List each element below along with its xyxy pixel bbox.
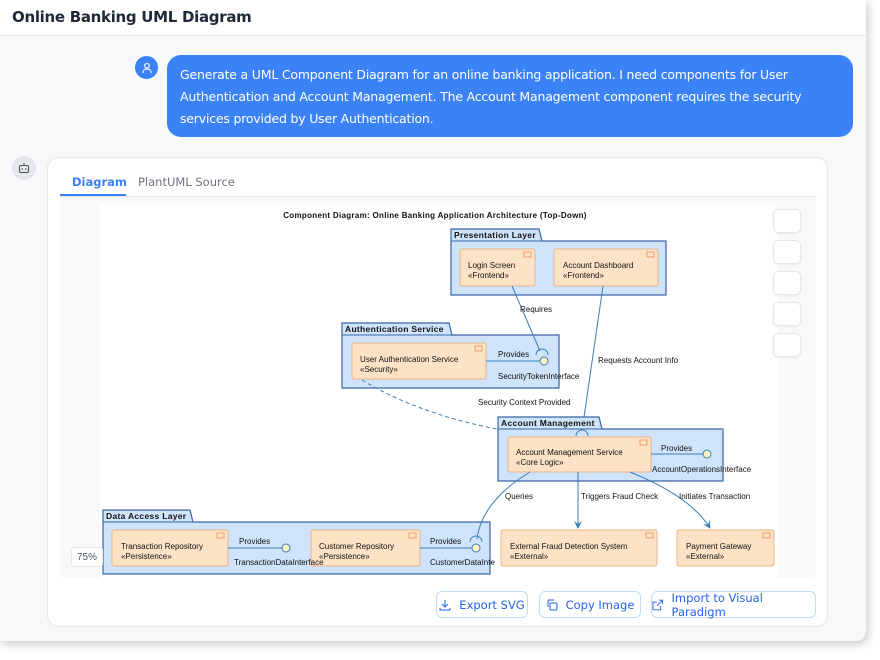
edge-label: Security Context Provided bbox=[478, 398, 571, 407]
tab-diagram[interactable]: Diagram bbox=[72, 175, 127, 189]
header: Online Banking UML Diagram bbox=[0, 0, 866, 36]
required-socket bbox=[575, 429, 589, 437]
svg-text:User Authentication Service: User Authentication Service bbox=[360, 355, 459, 364]
copy-image-label: Copy Image bbox=[565, 597, 635, 612]
requests-account-info-edge bbox=[581, 285, 604, 432]
edge-label: Requests Account Info bbox=[598, 356, 679, 365]
zoom-in-button[interactable] bbox=[773, 209, 801, 233]
fit-to-screen-button[interactable] bbox=[773, 302, 801, 326]
initiates-transaction-edge bbox=[629, 471, 711, 529]
edge-label: Requires bbox=[520, 305, 552, 314]
user-icon bbox=[141, 62, 152, 73]
active-tab-indicator bbox=[60, 194, 126, 196]
svg-text:«Persistence»: «Persistence» bbox=[121, 552, 172, 561]
edge-label: Provides bbox=[430, 537, 461, 546]
svg-text:«Persistence»: «Persistence» bbox=[319, 552, 370, 561]
svg-text:«Core Logic»: «Core Logic» bbox=[516, 458, 564, 467]
export-svg-button[interactable]: Export SVG bbox=[436, 591, 528, 618]
interface-customer-data bbox=[471, 543, 481, 553]
export-svg-label: Export SVG bbox=[459, 597, 525, 612]
svg-text:«External»: «External» bbox=[510, 552, 549, 561]
diagram-card: Diagram PlantUML Source Component Diagra… bbox=[47, 157, 828, 627]
svg-text:Data Access Layer: Data Access Layer bbox=[106, 511, 187, 521]
svg-text:Customer Repository: Customer Repository bbox=[319, 542, 394, 551]
component-login-screen[interactable]: Login Screen «Frontend» bbox=[459, 248, 536, 287]
import-visual-paradigm-button[interactable]: Import to Visual Paradigm bbox=[651, 590, 816, 619]
tab-bar: Diagram PlantUML Source bbox=[60, 172, 817, 197]
edge-label: Provides bbox=[239, 537, 270, 546]
interface-label: CustomerDataInte bbox=[430, 558, 495, 567]
fullscreen-button[interactable] bbox=[773, 333, 801, 357]
required-socket bbox=[535, 348, 549, 356]
edge-label: Initiates Transaction bbox=[679, 492, 750, 501]
edge-label: Triggers Fraud Check bbox=[581, 492, 659, 501]
svg-text:«Security»: «Security» bbox=[360, 365, 398, 374]
diagram-viewport[interactable]: Component Diagram: Online Banking Applic… bbox=[60, 197, 816, 578]
bot-avatar bbox=[12, 156, 36, 180]
component-user-authentication-service[interactable]: User Authentication Service «Security» bbox=[351, 342, 487, 380]
interface-security-token bbox=[539, 356, 549, 366]
svg-text:Account Dashboard: Account Dashboard bbox=[563, 261, 633, 270]
zoom-level: 75% bbox=[71, 547, 103, 567]
svg-text:Payment Gateway: Payment Gateway bbox=[686, 542, 751, 551]
interface-account-operations bbox=[702, 449, 712, 459]
component-fraud-detection[interactable]: External Fraud Detection System «Externa… bbox=[500, 529, 658, 567]
download-icon bbox=[439, 599, 451, 610]
diagram-title: Component Diagram: Online Banking Applic… bbox=[283, 211, 587, 220]
svg-text:«Frontend»: «Frontend» bbox=[468, 271, 509, 280]
robot-icon bbox=[18, 163, 30, 174]
edge-label: Provides bbox=[498, 350, 529, 359]
interface-label: SecurityTokenInterface bbox=[498, 372, 580, 381]
external-link-icon bbox=[652, 599, 664, 610]
app-window: Online Banking UML Diagram Generate a UM… bbox=[0, 0, 866, 627]
copy-image-button[interactable]: Copy Image bbox=[539, 591, 641, 618]
queries-edge bbox=[476, 471, 531, 540]
zoom-out-button[interactable] bbox=[773, 240, 801, 264]
svg-text:External Fraud Detection Syste: External Fraud Detection System bbox=[510, 542, 628, 551]
svg-text:«Frontend»: «Frontend» bbox=[563, 271, 604, 280]
edge-label: Queries bbox=[505, 492, 533, 501]
svg-text:Authentication Service: Authentication Service bbox=[345, 324, 444, 334]
package-title: Presentation Layer bbox=[454, 230, 536, 240]
interface-transaction-data bbox=[281, 543, 291, 553]
svg-text:Login Screen: Login Screen bbox=[468, 261, 515, 270]
component-customer-repository[interactable]: Customer Repository «Persistence» bbox=[310, 529, 421, 567]
copy-icon bbox=[547, 599, 558, 610]
edge-label: Provides bbox=[661, 444, 692, 453]
svg-text:«External»: «External» bbox=[686, 552, 725, 561]
user-avatar bbox=[135, 56, 158, 79]
svg-text:Account Management Service: Account Management Service bbox=[516, 448, 623, 457]
component-account-management-service[interactable]: Account Management Service «Core Logic» bbox=[507, 436, 652, 473]
interface-label: TransactionDataInterface bbox=[234, 558, 324, 567]
svg-text:Account Management: Account Management bbox=[501, 418, 595, 428]
user-message: Generate a UML Component Diagram for an … bbox=[167, 55, 853, 137]
component-payment-gateway[interactable]: Payment Gateway «External» bbox=[676, 529, 775, 567]
svg-text:Transaction Repository: Transaction Repository bbox=[121, 542, 203, 551]
requires-edge bbox=[511, 285, 541, 352]
tab-plantuml-source[interactable]: PlantUML Source bbox=[138, 175, 235, 189]
import-visual-paradigm-label: Import to Visual Paradigm bbox=[671, 590, 763, 619]
page-title: Online Banking UML Diagram bbox=[12, 8, 252, 26]
component-transaction-repository[interactable]: Transaction Repository «Persistence» bbox=[111, 529, 229, 567]
component-account-dashboard[interactable]: Account Dashboard «Frontend» bbox=[553, 248, 659, 287]
reset-view-button[interactable] bbox=[773, 271, 801, 295]
interface-label: AccountOperationsInterface bbox=[652, 465, 752, 474]
uml-diagram: Component Diagram: Online Banking Applic… bbox=[100, 205, 778, 578]
